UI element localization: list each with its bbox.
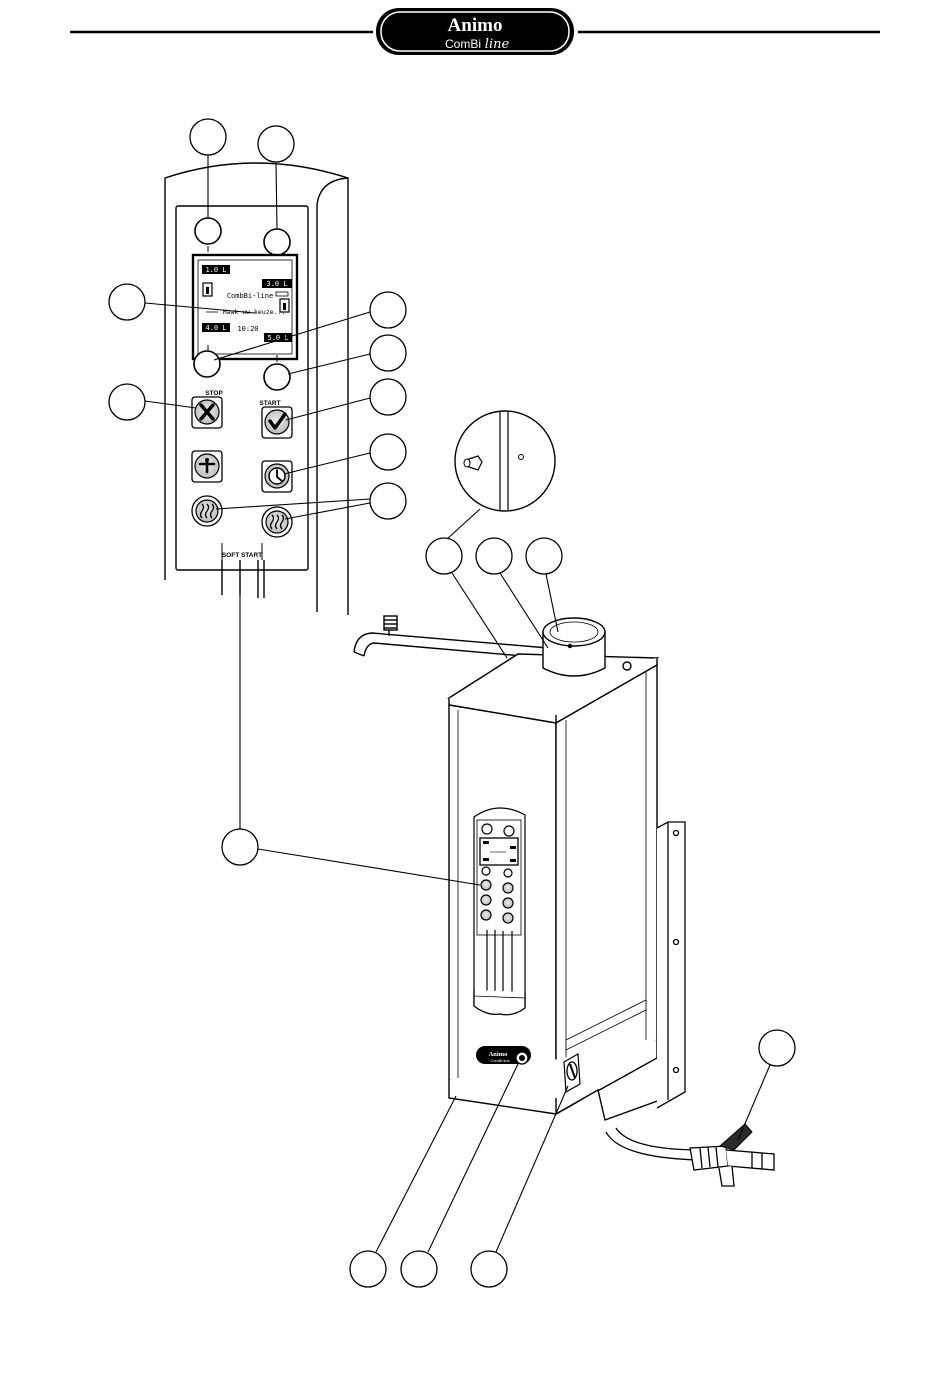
stop-label: STOP	[205, 390, 223, 397]
hot-water-spout	[354, 616, 548, 658]
display-top-right-volume: 3.0 L	[266, 280, 287, 288]
header-bar: Animo ComBi line	[70, 8, 880, 55]
stop-button[interactable]	[192, 397, 222, 428]
callout-bubble	[350, 1251, 386, 1287]
softstart-label: SOFT START	[222, 552, 262, 559]
display-title: CombBi-line	[227, 292, 273, 300]
callout-bubble	[370, 379, 406, 415]
callout-bubble	[370, 434, 406, 470]
display-top-left-volume: 1.0 L	[205, 266, 226, 274]
callout-bubble	[476, 538, 512, 574]
water-supply-hose	[606, 1128, 774, 1186]
callout-bubble	[258, 126, 294, 162]
control-panel-enlarged	[165, 163, 348, 615]
steam-button-left[interactable]	[192, 496, 222, 526]
start-button[interactable]	[262, 407, 292, 438]
callout-bubble	[190, 119, 226, 155]
brand-product-suffix: line	[485, 37, 510, 52]
steam-button-right[interactable]	[262, 507, 292, 537]
display-bottom-left-volume: 4.0 L	[205, 324, 226, 332]
display-message: Maak uw keuze...	[223, 308, 286, 316]
callout-bubble	[370, 335, 406, 371]
timer-button[interactable]	[262, 461, 292, 492]
lcd-display: 1.0 L 3.0 L CombBi-line Maak uw keuze...…	[193, 255, 297, 359]
clock-icon	[269, 468, 285, 484]
machine-control-panel	[474, 808, 525, 1015]
callout-bubble	[222, 829, 258, 865]
callout-bubble	[109, 284, 145, 320]
callout-bubble	[401, 1251, 437, 1287]
filler-cup	[543, 618, 605, 676]
select-button-top-left[interactable]	[195, 218, 221, 252]
power-switch[interactable]	[516, 1052, 528, 1064]
tap-button[interactable]	[192, 451, 222, 482]
start-label: START	[259, 400, 280, 407]
wall-bracket	[657, 822, 685, 1108]
callout-bubble	[759, 1030, 795, 1066]
callout-bubble	[426, 538, 462, 574]
display-time: 10:20	[237, 325, 258, 333]
machine-badge: Animo ComBi line	[476, 1046, 531, 1064]
callout-bubble	[471, 1251, 507, 1287]
callout-bubble	[109, 384, 145, 420]
badge-line: ComBi line	[490, 1058, 510, 1063]
callout-bubble	[526, 538, 562, 574]
brand-title: Animo	[448, 15, 503, 36]
callout-bubble	[370, 483, 406, 519]
brand-product-prefix: ComBi	[445, 37, 481, 51]
detail-magnifier	[446, 411, 555, 540]
water-tap[interactable]	[720, 1124, 752, 1150]
select-button-bottom-right[interactable]	[264, 355, 290, 390]
callout-bubble	[370, 292, 406, 328]
badge-brand: Animo	[489, 1051, 508, 1058]
